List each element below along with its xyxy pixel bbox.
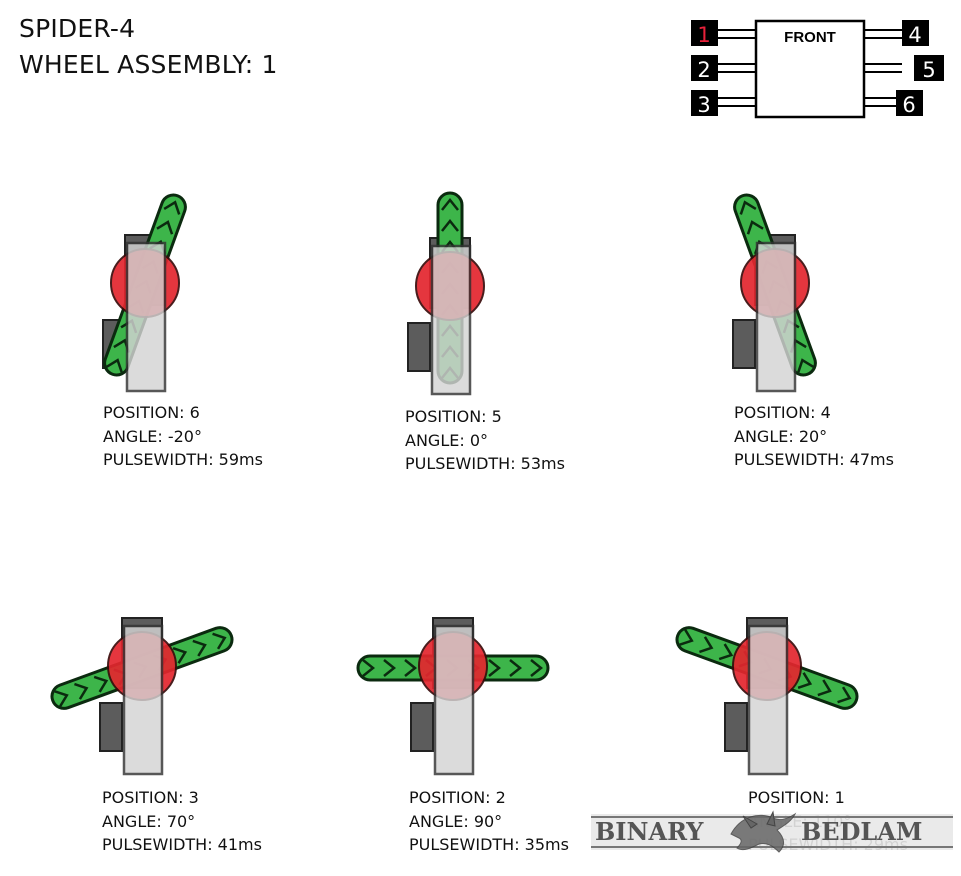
tread-chevron (441, 218, 459, 232)
position-label: POSITION: 5 (405, 407, 502, 426)
tread-chevron (718, 643, 734, 661)
wheel-assembly-title: WHEEL ASSEMBLY: 1 (19, 50, 278, 79)
servo-body (747, 624, 789, 776)
servo-side-block (99, 702, 123, 752)
leg-3-label: 3 (697, 93, 710, 117)
pulsewidth-label: PULSEWIDTH: 47ms (734, 450, 894, 469)
tread-chevron (739, 200, 757, 215)
angle-label: ANGLE: 0° (405, 430, 488, 450)
binary-bedlam-watermark-logo: BINARY BEDLAM (591, 810, 953, 853)
tread-chevron (530, 659, 544, 677)
position-4-info: POSITION: 4 ANGLE: 20° PULSEWIDTH: 47ms (734, 401, 961, 472)
tread-chevron (746, 220, 764, 235)
tread-chevron (172, 646, 188, 664)
servo-body (122, 624, 164, 776)
leg-6-badge: 6 (896, 90, 923, 117)
servo-body (755, 241, 797, 393)
wheel-assembly-position-1 (675, 617, 859, 776)
position-label: POSITION: 4 (734, 403, 831, 422)
leg-6-label: 6 (902, 93, 915, 117)
servo-side-block (732, 319, 756, 369)
robot-name-title: SPIDER-4 (19, 14, 136, 43)
angle-label: ANGLE: 20° (734, 426, 828, 446)
position-3-info: POSITION: 3 ANGLE: 70° PULSEWIDTH: 41ms (102, 786, 402, 857)
servo-body (433, 624, 475, 776)
leg-5-label: 5 (922, 58, 935, 82)
tread-chevron (192, 639, 207, 657)
servo-side-block (724, 702, 748, 752)
tread-chevron (163, 200, 181, 215)
pulsewidth-label: PULSEWIDTH: 53ms (405, 454, 565, 473)
angle-label: ANGLE: -20° (103, 426, 202, 446)
tread-chevron (106, 358, 123, 373)
front-label: FRONT (784, 29, 836, 46)
tread-chevron (404, 659, 418, 677)
wheel-assembly-position-5 (407, 191, 485, 396)
tread-chevron (837, 686, 852, 704)
position-6-info: POSITION: 6 ANGLE: -20° PULSEWIDTH: 59ms (103, 401, 403, 472)
tread-chevron (699, 636, 714, 654)
servo-side-block (410, 702, 434, 752)
servo-body (125, 241, 167, 393)
wheel-assembly-position-6 (102, 193, 187, 393)
dragon-emblem-icon (730, 810, 797, 853)
tread-chevron (488, 659, 502, 677)
wheel-assembly-position-3 (50, 617, 234, 776)
tread-chevron (383, 659, 397, 677)
position-label: POSITION: 6 (103, 403, 200, 422)
leg-2-label: 2 (697, 58, 710, 82)
tread-chevron (93, 675, 109, 693)
angle-label: ANGLE: 90° (409, 811, 503, 831)
tread-chevron (74, 682, 89, 700)
watermark-left-word: BINARY (595, 817, 704, 846)
position-5-info: POSITION: 5 ANGLE: 0° PULSEWIDTH: 53ms (405, 405, 705, 476)
front-leg-diagram: FRONT 1 2 3 4 5 6 (691, 19, 944, 119)
position-label: POSITION: 1 (748, 788, 845, 807)
tread-chevron (362, 659, 376, 677)
position-label: POSITION: 2 (409, 788, 506, 807)
leg-4-label: 4 (908, 23, 921, 47)
front-body-box (754, 19, 866, 119)
tread-chevron (509, 659, 523, 677)
leg-4-badge: 4 (902, 20, 929, 47)
tread-chevron (441, 197, 459, 211)
position-label: POSITION: 3 (102, 788, 199, 807)
leg-5-badge: 5 (914, 55, 944, 82)
pulsewidth-label: PULSEWIDTH: 59ms (103, 450, 263, 469)
leg-3-badge: 3 (691, 90, 718, 117)
tread-chevron (797, 358, 814, 373)
tread-chevron (212, 632, 227, 650)
tread-chevron (797, 672, 813, 690)
leg-1-badge: 1 (691, 20, 718, 47)
pulsewidth-label: PULSEWIDTH: 35ms (409, 835, 569, 854)
wheel-assembly-position-2 (356, 617, 550, 776)
tread-chevron (156, 220, 174, 235)
wheel-assembly-position-4 (732, 193, 817, 393)
tread-chevron (54, 690, 69, 707)
servo-body (430, 244, 472, 396)
pulsewidth-label: PULSEWIDTH: 41ms (102, 835, 262, 854)
watermark-right-word: BEDLAM (801, 817, 922, 846)
leg-2-badge: 2 (691, 55, 718, 82)
tread-chevron (679, 629, 694, 646)
servo-side-block (407, 322, 431, 372)
angle-label: ANGLE: 70° (102, 811, 196, 831)
leg-1-label: 1 (697, 23, 710, 47)
position-2-info: POSITION: 2 ANGLE: 90° PULSEWIDTH: 35ms (409, 786, 709, 857)
tread-chevron (817, 679, 832, 697)
